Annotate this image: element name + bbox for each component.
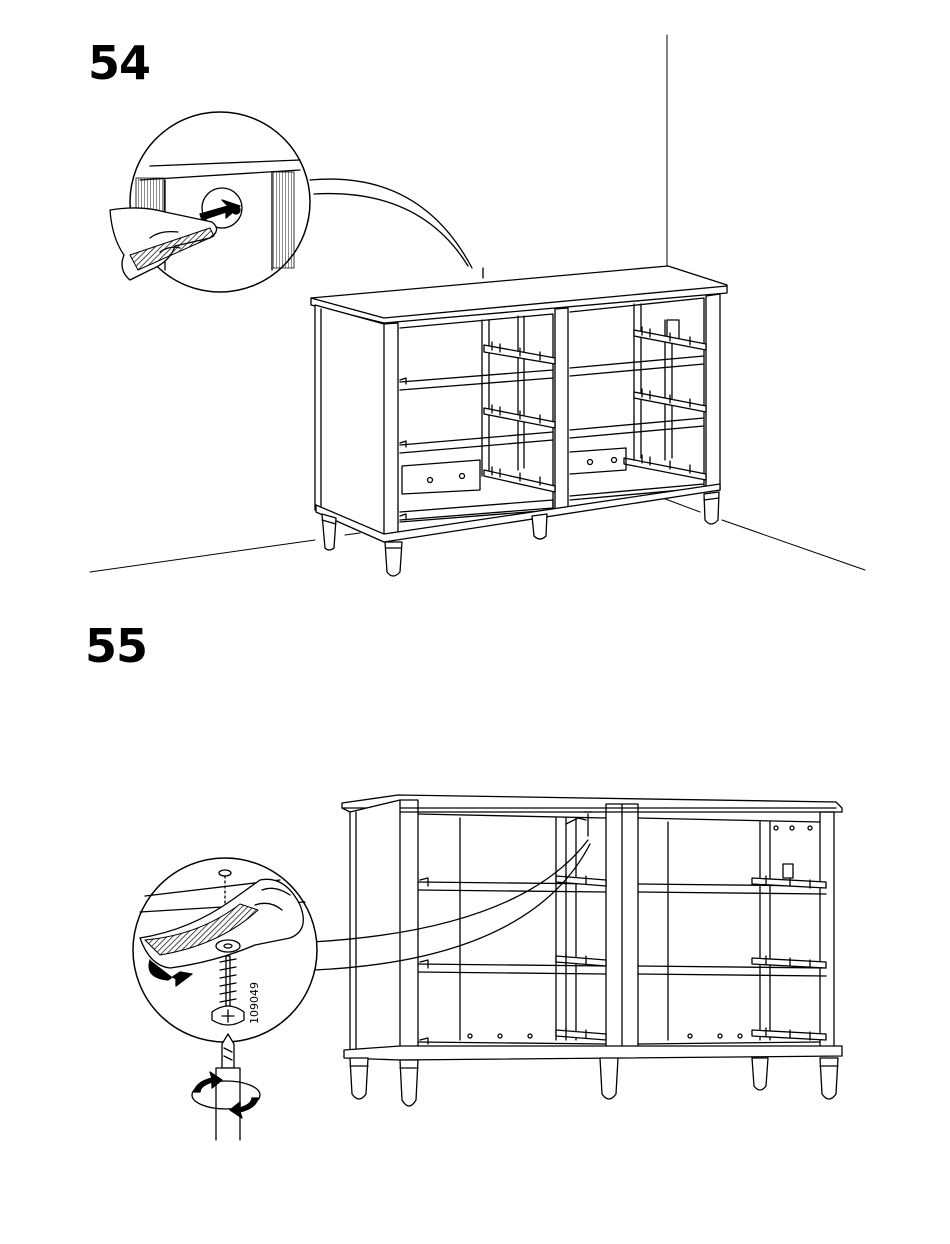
detail-callout-54 — [110, 112, 472, 292]
part-code: 109049 — [248, 982, 261, 1024]
screwdriver — [192, 1034, 260, 1140]
dresser-55 — [342, 795, 842, 1106]
dresser-54 — [311, 266, 727, 576]
step-54-illustration — [90, 35, 865, 576]
step-55-illustration: 109049 — [133, 795, 842, 1140]
